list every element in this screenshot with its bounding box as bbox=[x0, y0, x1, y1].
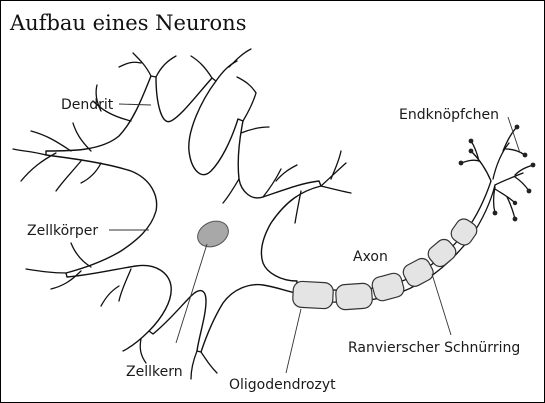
label-axon: Axon bbox=[353, 249, 388, 265]
terminal-bouton bbox=[469, 139, 474, 144]
myelin-segment bbox=[292, 281, 333, 309]
label-zellkern: Zellkern bbox=[126, 364, 183, 380]
terminal-bouton bbox=[513, 217, 518, 222]
label-dendrit: Dendrit bbox=[61, 97, 114, 113]
terminal-bouton bbox=[513, 201, 517, 205]
myelin-segment bbox=[448, 216, 480, 248]
label-oligodendrozyt: Oligodendrozyt bbox=[229, 377, 336, 393]
terminal-bouton bbox=[493, 211, 498, 216]
terminal-bouton bbox=[527, 189, 532, 194]
terminal-bouton bbox=[531, 163, 536, 168]
terminal-bouton bbox=[523, 153, 528, 158]
axon-terminals bbox=[459, 125, 536, 222]
label-zellkoerper: Zellkörper bbox=[27, 223, 98, 239]
label-endknoepfchen: Endknöpfchen bbox=[399, 107, 499, 123]
myelin-segment bbox=[335, 283, 373, 310]
terminal-bouton bbox=[469, 149, 474, 154]
label-ranvier: Ranvierscher Schnürring bbox=[348, 340, 520, 356]
myelin-segment bbox=[400, 256, 436, 289]
myelin-segment bbox=[370, 272, 405, 303]
terminal-bouton bbox=[459, 161, 464, 166]
cell-body-outline bbox=[46, 76, 321, 352]
terminal-bouton bbox=[515, 125, 520, 130]
